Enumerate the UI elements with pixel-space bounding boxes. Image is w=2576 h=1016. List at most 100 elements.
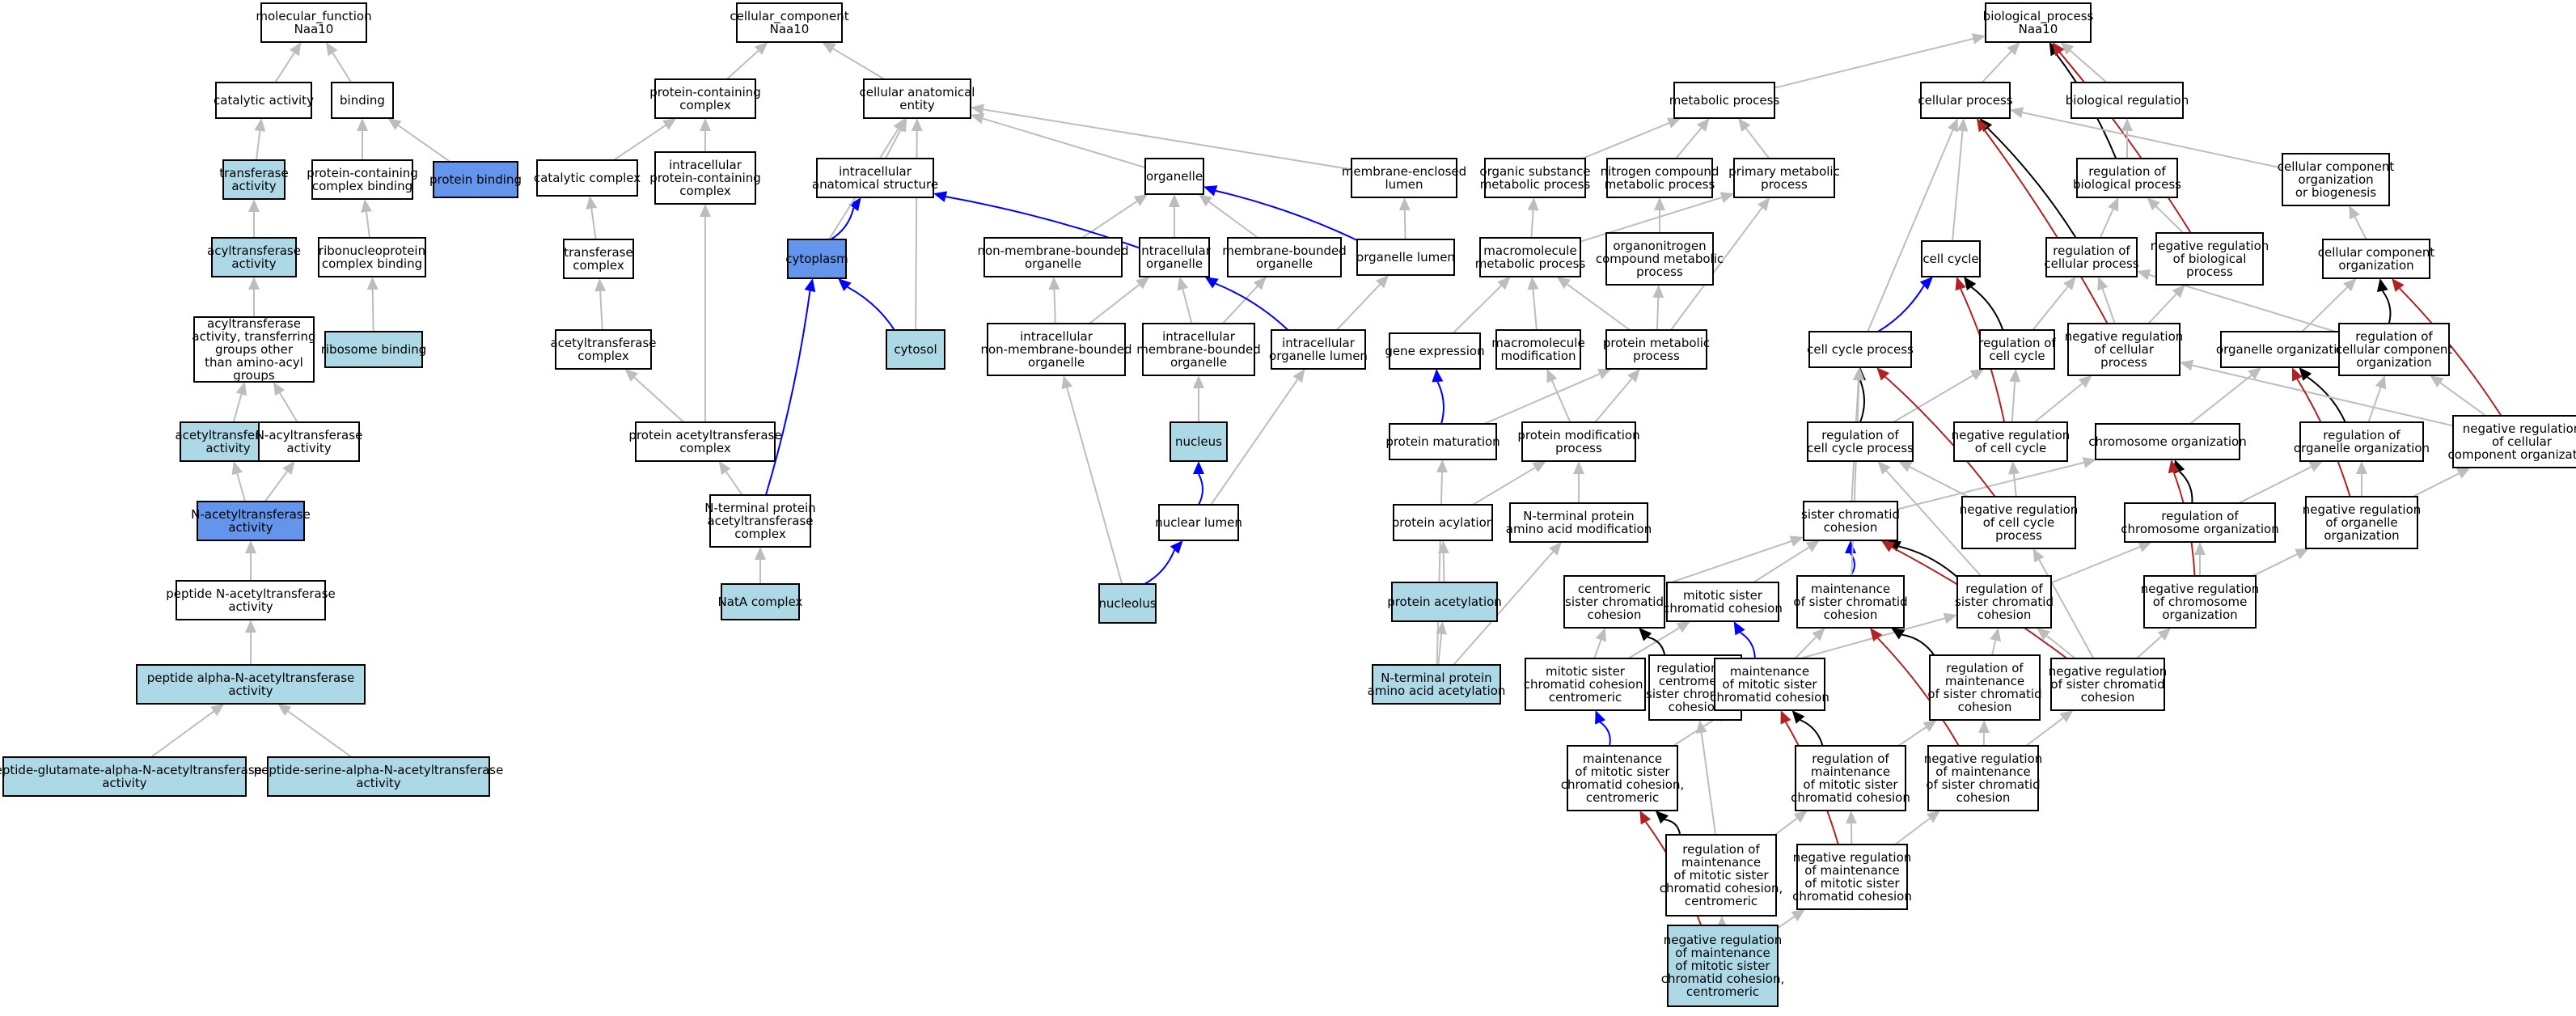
go-term-node[interactable]: peptide-serine-alpha-N-acetyltransferase… — [254, 756, 504, 797]
go-term-node[interactable]: nucleus — [1170, 421, 1228, 462]
go-term-node[interactable]: cell cycle — [1921, 240, 1981, 277]
go-term-node[interactable]: cell cycle process — [1807, 331, 1914, 368]
go-term-node[interactable]: organelle organization — [2216, 331, 2352, 368]
go-term-node[interactable]: peptide-glutamate-alpha-N-acetyltransfer… — [0, 756, 262, 797]
go-term-node[interactable]: protein acylation — [1392, 504, 1495, 541]
go-term-node[interactable]: NatA complex — [718, 583, 803, 620]
go-term-node[interactable]: organelle — [1144, 158, 1204, 195]
edge-is-a — [277, 704, 353, 758]
go-term-node[interactable]: protein binding — [429, 161, 522, 198]
go-term-node[interactable]: cellular process — [1918, 82, 2013, 119]
go-term-node[interactable]: cytoplasm — [785, 239, 848, 279]
go-term-node[interactable]: catalytic activity — [214, 82, 314, 119]
go-term-node[interactable]: catalytic complex — [534, 159, 641, 197]
edge-is-a — [1452, 277, 1511, 334]
edge-line — [2238, 466, 2312, 504]
go-term-node[interactable]: binding — [331, 82, 394, 119]
go-term-node[interactable]: gene expression — [1385, 332, 1485, 370]
go-term-node[interactable]: biological regulation — [2066, 82, 2189, 119]
go-term-node[interactable]: nuclear lumen — [1155, 504, 1242, 541]
go-term-node[interactable]: chromosome organization — [2088, 423, 2247, 460]
node-label-line: organelle — [1146, 169, 1203, 184]
go-term-node[interactable]: cytosol — [886, 329, 945, 370]
go-term-node[interactable]: metabolic process — [1669, 82, 1780, 119]
go-term-node[interactable]: organelle lumen — [1356, 239, 1455, 276]
go-term-node[interactable]: ribosome binding — [321, 331, 427, 368]
go-term-node[interactable]: protein maturation — [1385, 423, 1500, 460]
go-term-node[interactable]: protein acetylation — [1387, 582, 1502, 622]
node-label-line: cohesion — [1669, 700, 1723, 714]
go-term-node[interactable]: nucleolus — [1098, 583, 1157, 624]
